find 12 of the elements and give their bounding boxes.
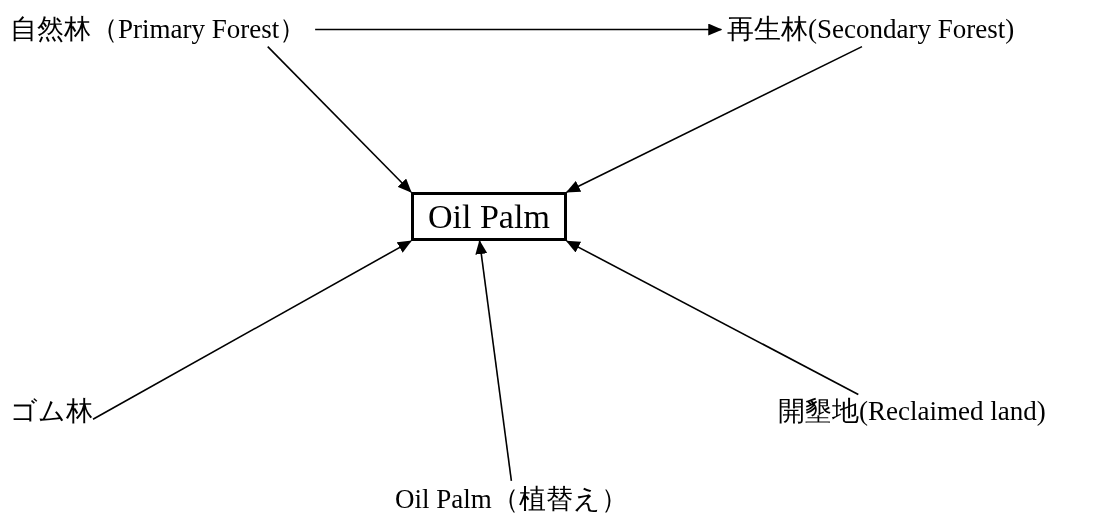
arrow — [475, 240, 513, 482]
forest-label: ゴム林 — [10, 396, 93, 428]
forest-label: 再生林(Secondary Forest) — [727, 14, 1015, 46]
arrow — [314, 23, 723, 36]
arrow — [565, 240, 860, 396]
replanting-label: Oil Palm（植替え） — [395, 484, 628, 516]
arrow — [266, 45, 412, 193]
land-label: 開墾地(Reclaimed land) — [778, 396, 1046, 428]
forest-label: 自然林（Primary Forest） — [10, 14, 307, 46]
arrow — [92, 240, 412, 421]
arrow — [565, 45, 863, 193]
process-box: Oil Palm — [411, 192, 567, 242]
